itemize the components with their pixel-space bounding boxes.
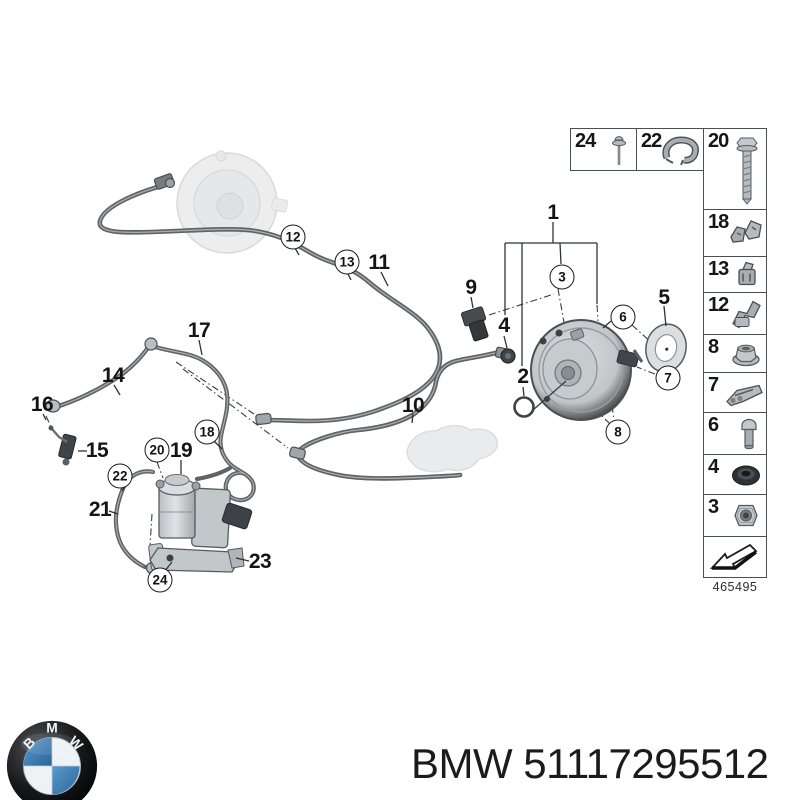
ghost-brake-booster	[176, 150, 289, 254]
o-ring	[513, 396, 535, 418]
pump-connector	[221, 502, 253, 530]
callout-2: 2	[517, 365, 529, 388]
callout-1: 1	[547, 201, 559, 224]
legend-box-13: 13	[703, 256, 767, 293]
callout-14: 14	[101, 364, 125, 387]
callout-circle-13: 13	[334, 249, 360, 275]
legend-box-8: 8	[703, 334, 767, 373]
clevis-fork	[616, 349, 644, 368]
legend-number: 22	[641, 130, 662, 152]
callout-23: 23	[248, 550, 272, 573]
pressure-sensor	[460, 306, 489, 342]
part-number-text: BMW 51117295512	[411, 740, 769, 787]
vacuum-pipe-11	[97, 181, 443, 424]
legend-number: 4	[708, 456, 719, 478]
legend-box-arrow	[703, 536, 767, 578]
diagram-number: 465495	[712, 580, 758, 594]
legend-number: 3	[708, 496, 719, 518]
pump-bracket	[148, 543, 245, 573]
legend-box-4: 4	[703, 454, 767, 495]
callout-circle-6: 6	[610, 304, 636, 330]
bracket-rivet	[166, 554, 174, 562]
vacuum-pipe-14	[53, 342, 153, 410]
callout-11: 11	[368, 251, 390, 274]
callout-15: 15	[85, 439, 109, 462]
legend-number: 12	[708, 294, 729, 316]
holder-16	[48, 425, 68, 444]
callout-circle-12: 12	[280, 224, 306, 250]
logo-quadrant-blue-br	[52, 766, 80, 795]
callout-9: 9	[465, 276, 477, 299]
legend-box-18: 18	[703, 209, 767, 257]
callout-16: 16	[30, 393, 54, 416]
callout-circle-20: 20	[144, 437, 170, 463]
legend-number: 7	[708, 374, 719, 396]
legend-box-7: 7	[703, 372, 767, 413]
legend-box-3: 3	[703, 494, 767, 537]
leader-lines	[42, 222, 667, 573]
legend-box-12: 12	[703, 292, 767, 335]
callout-circle-24: 24	[147, 567, 173, 593]
hose-clamp-icon	[662, 136, 699, 166]
retaining-clip-icon	[738, 261, 756, 285]
callout-10: 10	[401, 394, 425, 417]
legend-box-24: 24	[570, 128, 637, 171]
logo-quadrant-blue-tl	[23, 737, 52, 766]
hex-flange-bolt-icon	[736, 137, 758, 205]
clip-cluster-icon	[730, 220, 762, 243]
direction-arrow-icon	[709, 543, 758, 570]
callout-circle-7: 7	[655, 365, 681, 391]
union-nut	[500, 348, 516, 364]
vacuum-hose-17	[149, 343, 256, 503]
callout-19: 19	[169, 439, 193, 462]
legend-number: 24	[575, 130, 596, 152]
ghost-master-cylinder	[406, 424, 498, 473]
bracket-clip-icon	[732, 300, 761, 328]
bmw-logo: B M W	[6, 720, 98, 800]
spring-clip-icon	[726, 384, 763, 406]
hex-nut-icon	[734, 504, 758, 526]
legend-number: 8	[708, 336, 719, 358]
brake-booster	[530, 319, 644, 421]
vacuum-pump	[155, 474, 253, 549]
legend-number: 20	[708, 130, 729, 152]
callout-circle-18: 18	[194, 419, 220, 445]
legend-box-6: 6	[703, 412, 767, 455]
legend-box-20: 20	[703, 128, 767, 210]
legend-number: 18	[708, 211, 729, 233]
blind-rivet-icon	[612, 136, 626, 165]
seal-ring	[645, 323, 687, 373]
vacuum-pipe-10	[295, 348, 506, 481]
callout-circle-8: 8	[605, 419, 631, 445]
legend-number: 13	[708, 258, 729, 280]
legend-box-22: 22	[636, 128, 704, 171]
plug-pin-icon	[741, 418, 757, 449]
rubber-grommet-icon	[732, 465, 760, 485]
callout-circle-3: 3	[549, 264, 575, 290]
flange-nut-icon	[732, 344, 760, 366]
logo-letter-m: M	[46, 720, 58, 735]
callout-circle-22: 22	[107, 463, 133, 489]
callout-5: 5	[658, 286, 670, 309]
legend-number: 6	[708, 414, 719, 436]
callout-17: 17	[187, 319, 211, 342]
callout-4: 4	[498, 314, 510, 337]
callout-21: 21	[88, 498, 112, 521]
